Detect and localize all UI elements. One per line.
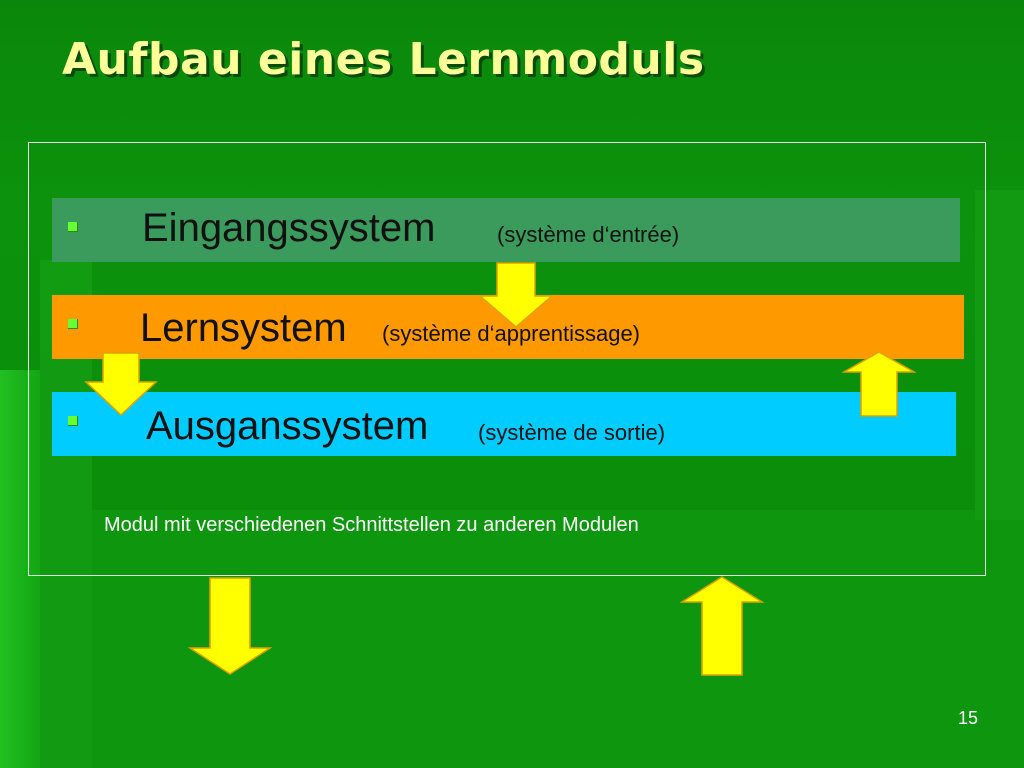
down-arrow-icon	[84, 352, 158, 416]
layer-label: Eingangssystem	[142, 206, 436, 250]
down-arrow-icon	[188, 577, 272, 675]
slide-title: Aufbau eines Lernmoduls	[62, 34, 705, 85]
background-shade	[0, 0, 1024, 200]
page-number: 15	[958, 708, 979, 728]
layer-sublabel: (système d‘apprentissage)	[382, 321, 641, 346]
square-bullet-icon	[68, 222, 78, 232]
layer-sublabel: (système d‘entrée)	[497, 222, 680, 247]
layer-sublabel: (système de sortie)	[478, 420, 666, 445]
down-arrow-icon	[478, 262, 554, 328]
up-arrow-icon	[680, 576, 764, 676]
module-interfaces-note: Modul mit verschiedenen Schnittstellen z…	[104, 514, 639, 536]
layer-label: Ausganssystem	[146, 404, 429, 448]
background-left-stripe	[0, 370, 40, 768]
layer-label: Lernsystem	[140, 306, 347, 350]
background-right-stripe	[975, 190, 1024, 520]
square-bullet-icon	[68, 416, 78, 426]
up-arrow-icon	[842, 351, 916, 417]
square-bullet-icon	[68, 319, 78, 329]
content-frame	[28, 142, 986, 576]
layer-output-system: Ausganssystem (système de sortie)	[52, 392, 956, 456]
layer-input-system: Eingangssystem (système d‘entrée)	[52, 198, 960, 262]
